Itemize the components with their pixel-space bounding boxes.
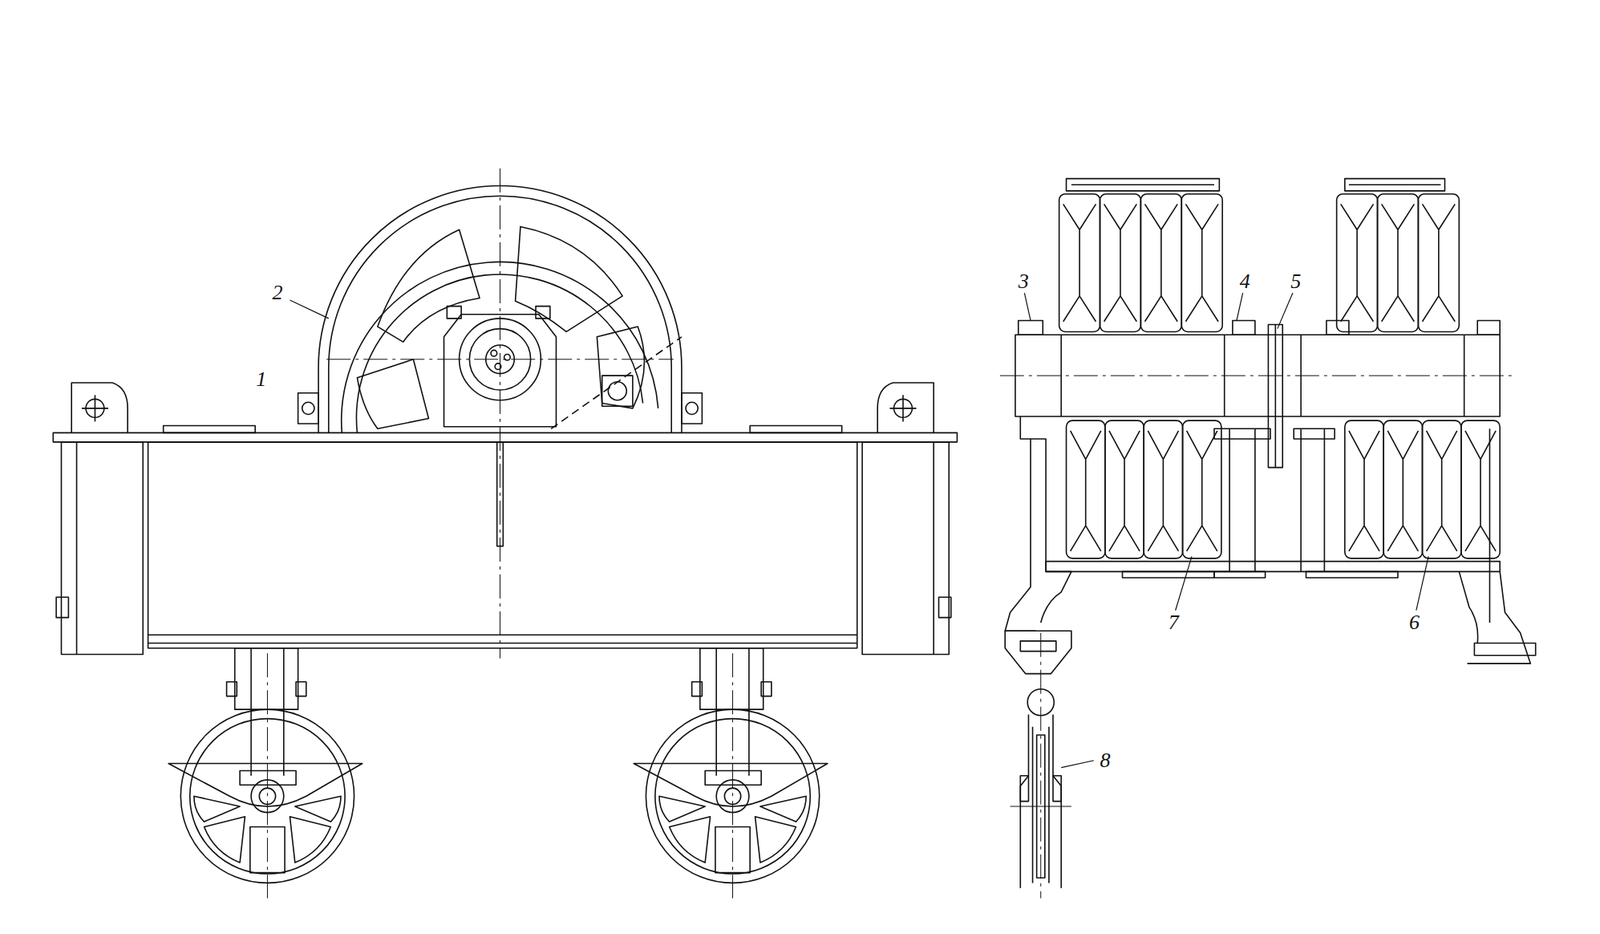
section-view — [1000, 178, 1536, 899]
callout-number: 5 — [1288, 270, 1303, 293]
side-view — [52, 168, 957, 899]
callout-number: 3 — [1016, 270, 1031, 293]
callout-number: 7 — [1166, 611, 1181, 634]
callout-number: 6 — [1407, 611, 1422, 634]
callout-number: 4 — [1238, 270, 1252, 293]
callout-number: 2 — [271, 281, 285, 304]
callout-number: 1 — [254, 368, 268, 391]
callout-number: 8 — [1097, 749, 1112, 772]
